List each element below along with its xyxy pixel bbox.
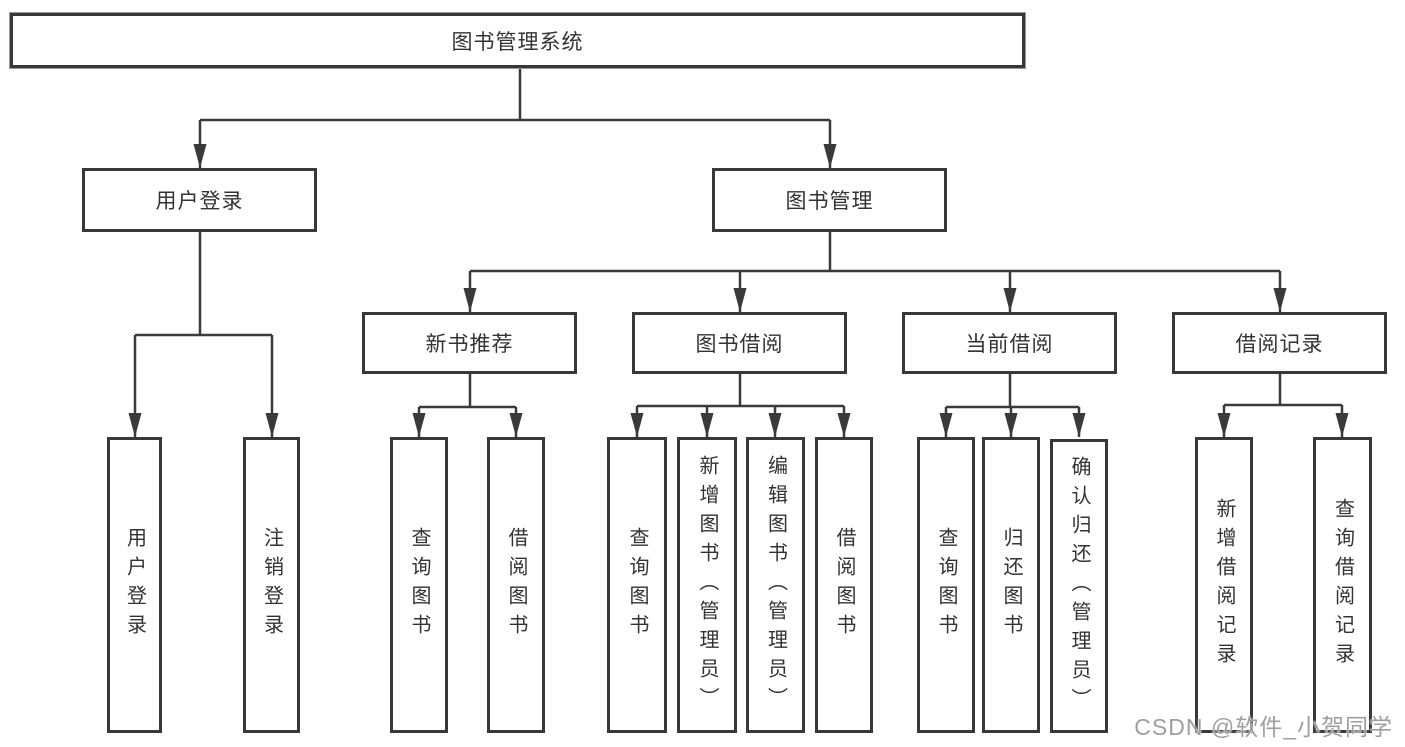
node-library-management-system: 图书管理系统 [10, 13, 1025, 68]
node-label: 图书借阅 [695, 333, 784, 356]
node-add-book-admin: 新增图书（管理员） [677, 437, 737, 733]
node-logout-action: 注销登录 [243, 437, 300, 733]
node-label: 图书管理系统 [451, 30, 584, 54]
node-user-login: 用户登录 [82, 168, 317, 232]
connector-book-management-branch [468, 232, 1282, 312]
node-book-management: 图书管理 [712, 168, 947, 232]
node-confirm-return-admin: 确认归还（管理员） [1050, 439, 1108, 733]
node-return-books: 归还图书 [982, 437, 1040, 733]
node-label: 查询图书 [408, 527, 430, 643]
arrowhead [1335, 413, 1349, 437]
arrowhead [939, 413, 953, 437]
connector-user-login-branch [133, 232, 274, 437]
arrowhead [823, 144, 837, 168]
arrowheads [128, 144, 1349, 437]
arrowhead [1273, 288, 1287, 312]
arrowhead [1004, 413, 1018, 437]
connector-borrowing-records-branch [1222, 374, 1344, 437]
node-label: 借阅图书 [833, 527, 855, 643]
arrowhead [837, 413, 851, 437]
node-label: 查询借阅记录 [1331, 498, 1354, 672]
node-borrow-books-recommend: 借阅图书 [487, 437, 545, 733]
node-label: 新书推荐 [425, 333, 514, 356]
node-label: 用户登录 [123, 527, 146, 643]
arrowhead [128, 413, 142, 437]
node-query-books-borrowing: 查询图书 [607, 437, 667, 733]
connector-root-trunk [198, 68, 832, 168]
arrowhead [1217, 413, 1231, 437]
arrowhead [768, 413, 782, 437]
node-label: 查询图书 [626, 527, 648, 643]
arrowhead [700, 413, 714, 437]
arrowhead [265, 413, 279, 437]
node-current-borrowing: 当前借阅 [902, 312, 1117, 374]
node-borrow-books-borrowing: 借阅图书 [815, 437, 873, 733]
arrowhead [193, 144, 207, 168]
node-label: 确认归还（管理员） [1068, 455, 1090, 717]
arrowhead [509, 413, 523, 437]
node-label: 新增借阅记录 [1213, 498, 1235, 672]
node-label: 编辑图书（管理员） [764, 454, 787, 716]
node-user-login-action: 用户登录 [107, 437, 162, 733]
node-new-book-recommend: 新书推荐 [362, 312, 577, 374]
node-label: 借阅图书 [505, 527, 527, 643]
node-label: 查询图书 [935, 527, 957, 643]
connector-book-borrowing-branch [635, 374, 846, 437]
node-label: 当前借阅 [965, 333, 1054, 356]
arrowhead [412, 413, 426, 437]
node-borrowing-records: 借阅记录 [1172, 312, 1387, 374]
node-query-books-recommend: 查询图书 [390, 437, 448, 733]
arrowhead [630, 413, 644, 437]
node-query-borrow-record: 查询借阅记录 [1313, 437, 1372, 733]
arrowhead [1072, 413, 1086, 437]
node-label: 借阅记录 [1235, 333, 1324, 356]
connector-new-book-branch [417, 374, 518, 437]
node-edit-book-admin: 编辑图书（管理员） [746, 437, 805, 733]
arrowhead [1003, 288, 1017, 312]
arrowhead [463, 288, 477, 312]
node-label: 注销登录 [260, 527, 283, 643]
arrowhead [733, 288, 747, 312]
node-book-borrowing: 图书借阅 [632, 312, 847, 374]
node-add-borrow-record: 新增借阅记录 [1195, 437, 1253, 733]
node-label: 图书管理 [785, 190, 874, 213]
node-label: 新增图书（管理员） [696, 454, 718, 716]
node-label: 归还图书 [1000, 527, 1022, 643]
node-label: 用户登录 [155, 190, 244, 213]
node-query-books-current: 查询图书 [917, 437, 975, 733]
